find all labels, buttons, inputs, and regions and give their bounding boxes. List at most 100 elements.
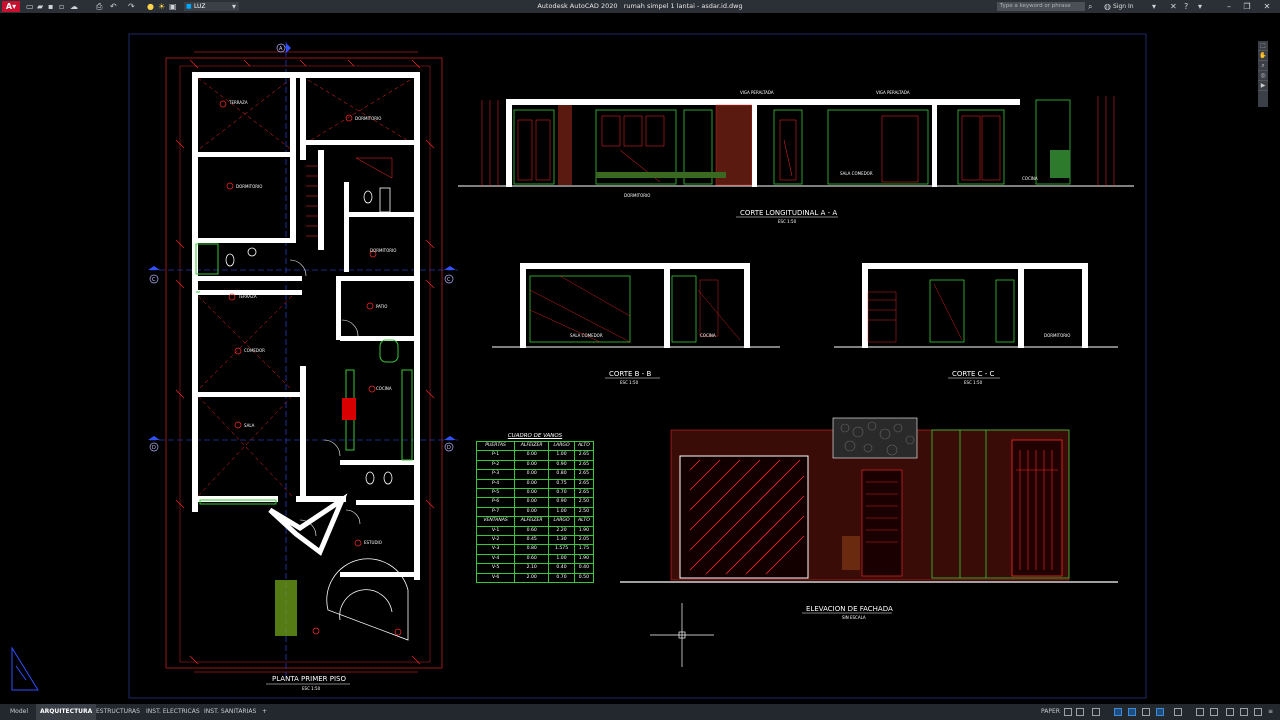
schedule-cell: 2.50 xyxy=(573,506,595,518)
help-icon[interactable]: ? xyxy=(1184,2,1189,11)
schedule-cell: P-6 xyxy=(475,497,516,508)
layer-color-icon: ■ xyxy=(186,3,192,10)
schedule-cell: 0.75 xyxy=(548,478,575,490)
schedule-cell: 0.50 xyxy=(573,572,595,584)
fullscreen-icon[interactable] xyxy=(1254,708,1262,716)
isodraft-icon[interactable] xyxy=(1128,708,1136,716)
sign-in-button[interactable]: Sign In xyxy=(1113,3,1134,10)
search-icon[interactable]: ⌕ xyxy=(1088,2,1093,11)
signin-chevron-icon[interactable]: ▾ xyxy=(1152,2,1157,11)
section-bb-scale: ESC 1:50 xyxy=(620,380,639,385)
pan-icon[interactable]: ✋ xyxy=(1258,52,1268,61)
add-layout-button[interactable]: + xyxy=(262,708,268,715)
schedule-cell: 2.65 xyxy=(573,450,595,461)
chevron-down-icon[interactable]: ▾ xyxy=(232,2,237,11)
cloud-icon[interactable]: ☁ xyxy=(70,2,78,11)
customize-menu-icon[interactable]: ≡ xyxy=(1268,708,1274,715)
window-title: Autodesk AutoCAD 2020 rumah simpel 1 lan… xyxy=(0,0,1280,13)
sun-icon[interactable]: ☀ xyxy=(158,2,166,11)
schedule-cell: 2.50 xyxy=(573,497,595,508)
new-file-icon[interactable]: ▭ xyxy=(26,2,34,11)
save-icon[interactable]: ▪ xyxy=(48,2,54,11)
object-snap-tracking-icon[interactable] xyxy=(1142,708,1150,716)
minimize-icon[interactable]: – xyxy=(1227,2,1231,11)
room-label-estudio: ESTUDIO xyxy=(364,540,382,545)
app-menu-button[interactable]: A▾ xyxy=(2,1,20,12)
schedule-cell: 0.90 xyxy=(548,497,575,508)
tab-estructuras[interactable]: ESTRUCTURAS xyxy=(96,708,140,715)
section-aa-title: CORTE LONGITUDINAL A - A xyxy=(740,209,837,217)
room-label-sala: SALA xyxy=(244,423,255,428)
room-label-dormitorio-1: DORMITORIO xyxy=(355,116,381,121)
schedule-cell: 2.65 xyxy=(573,478,595,490)
open-folder-icon[interactable]: ▰ xyxy=(37,2,44,11)
zoom-icon[interactable]: ⌕ xyxy=(1258,61,1268,71)
drawing-canvas[interactable]: TERRAZA DORMITORIO DORMITORIO DORMITORIO… xyxy=(0,13,1280,704)
aa-label-viga-2: VIGA PERALTADA xyxy=(876,90,910,95)
lightbulb-icon[interactable]: ● xyxy=(147,2,154,11)
autodesk-app-icon[interactable]: ✕ xyxy=(1170,2,1177,11)
axis-label-a: A xyxy=(279,46,283,52)
polar-tracking-icon[interactable] xyxy=(1114,708,1122,716)
schedule-cell: 1.00 xyxy=(548,506,575,518)
orbit-icon[interactable]: ◎ xyxy=(1258,71,1268,81)
axis-label-c-right: C xyxy=(447,277,451,283)
aa-label-viga-1: VIGA PERALTADA xyxy=(740,90,774,95)
schedule-header-cell: ALFEIZER xyxy=(514,440,550,452)
section-bb: SALA COMEDOR COCINA CORTE B - B ESC 1:50 xyxy=(492,263,780,385)
axis-label-c-left: C xyxy=(152,277,156,283)
search-input[interactable]: Type a keyword or phrase xyxy=(997,2,1085,11)
grid-icon[interactable] xyxy=(1064,708,1072,716)
help-chevron-icon[interactable]: ▾ xyxy=(1198,2,1203,11)
object-snap-icon[interactable] xyxy=(1156,708,1164,716)
tab-arquitectura[interactable]: ARQUITECTURA xyxy=(36,704,97,720)
schedule-cell: 1.75 xyxy=(573,544,595,555)
schedule-cell: 0.80 xyxy=(514,544,550,555)
title-bar: A▾ ▭ ▰ ▪ ▫ ☁ ⎙ ↶ ↷ ● ☀ ▣ LUZ ■ ▾ Autodes… xyxy=(0,0,1280,13)
schedule-cell: 1.00 xyxy=(548,450,575,461)
lock-icon[interactable]: ▣ xyxy=(169,2,177,11)
section-cc-scale: ESC 1:50 xyxy=(964,380,983,385)
lineweight-icon[interactable] xyxy=(1174,708,1182,716)
layer-dropdown[interactable]: LUZ ■ xyxy=(184,2,239,11)
schedule-cell: V-6 xyxy=(475,572,516,584)
undo-icon[interactable]: ↶ xyxy=(110,2,117,11)
redo-icon[interactable]: ↷ xyxy=(128,2,135,11)
schedule-cell: V-2 xyxy=(475,535,516,546)
print-icon[interactable]: ⎙ xyxy=(96,2,103,11)
schedule-cell: 2.65 xyxy=(573,469,595,480)
bb-label-cocina: COCINA xyxy=(700,333,716,338)
viewcube-icon[interactable]: ⬚ xyxy=(1258,41,1268,51)
tab-inst-electricas[interactable]: INST. ELECTRICAS xyxy=(146,708,200,715)
plan-scale: ESC 1:50 xyxy=(302,686,321,691)
room-label-terraza-top: TERRAZA xyxy=(228,100,248,105)
plan-garden-area xyxy=(275,580,297,636)
schedule-cell: 1.30 xyxy=(548,535,575,546)
schedule-cell: P-4 xyxy=(475,478,516,490)
workspace-icon[interactable] xyxy=(1226,708,1234,716)
tab-inst-sanitarias[interactable]: INST. SANITARIAS xyxy=(204,708,257,715)
snap-icon[interactable] xyxy=(1076,708,1084,716)
schedule-cell: 0.00 xyxy=(514,488,550,499)
ortho-icon[interactable] xyxy=(1092,708,1100,716)
restore-icon[interactable]: ❐ xyxy=(1243,2,1251,11)
schedule-cell: 0.90 xyxy=(548,459,575,471)
settings-gear-icon[interactable] xyxy=(1196,708,1204,716)
paper-space-toggle[interactable]: PAPER xyxy=(1041,708,1060,715)
showmotion-icon[interactable]: ▶ xyxy=(1258,81,1268,91)
section-cc-title: CORTE C - C xyxy=(952,370,995,378)
file-name: rumah simpel 1 lantai - asdar.id.dwg xyxy=(623,2,743,10)
tab-model[interactable]: Model xyxy=(10,708,29,715)
annotation-icon[interactable] xyxy=(1210,708,1218,716)
save-as-icon[interactable]: ▫ xyxy=(59,2,65,11)
layer-name: LUZ xyxy=(194,3,206,10)
isolate-icon[interactable] xyxy=(1240,708,1248,716)
close-icon[interactable]: ✕ xyxy=(1263,2,1271,11)
